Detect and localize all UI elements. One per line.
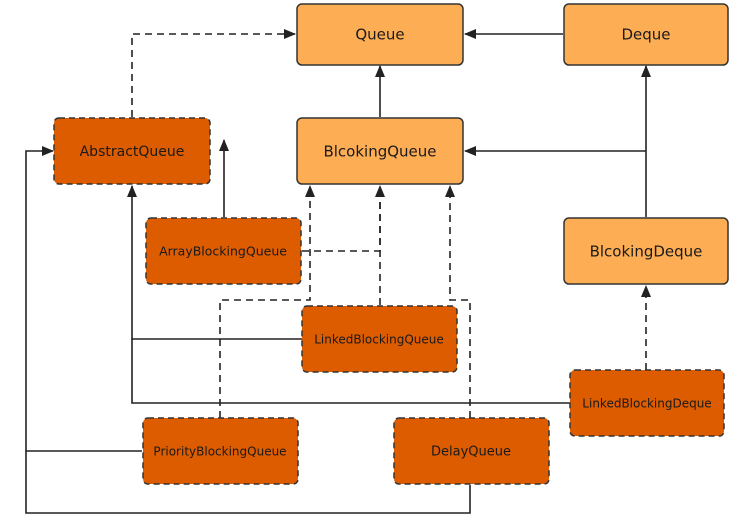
- node-priority-blocking-queue-label: PriorityBlockingQueue: [153, 445, 286, 459]
- node-array-blocking-queue: ArrayBlockingQueue: [145, 217, 302, 285]
- edge-priorityblockingqueue-to-abstractqueue: [25, 146, 142, 452]
- node-array-blocking-queue-label: ArrayBlockingQueue: [159, 244, 287, 259]
- node-queue-label: Queue: [355, 26, 404, 44]
- node-queue: Queue: [296, 3, 464, 66]
- node-deque: Deque: [563, 3, 729, 66]
- node-abstract-queue-label: AbstractQueue: [80, 144, 185, 160]
- node-blocking-deque-label: BlcokingDeque: [590, 243, 703, 261]
- node-linked-blocking-queue: LinkedBlockingQueue: [301, 305, 458, 373]
- node-blocking-queue: BlcokingQueue: [296, 117, 464, 185]
- node-linked-blocking-queue-label: LinkedBlockingQueue: [314, 333, 444, 347]
- edge-linkedblockingdeque-to-abstractqueue: [131, 339, 570, 404]
- node-linked-blocking-deque: LinkedBlockingDeque: [569, 369, 725, 437]
- node-priority-blocking-queue: PriorityBlockingQueue: [142, 417, 299, 485]
- edge-arrayblockingqueue-to-blockingqueue: [302, 185, 385, 252]
- node-blocking-queue-label: BlcokingQueue: [323, 143, 436, 161]
- edge-abstractqueue-to-queue: [131, 29, 296, 117]
- node-blocking-deque: BlcokingDeque: [563, 217, 729, 285]
- node-delay-queue: DelayQueue: [393, 417, 550, 485]
- edge-delayqueue-to-blockingqueue: [445, 185, 471, 418]
- node-linked-blocking-deque-label: LinkedBlockingDeque: [582, 397, 711, 411]
- edge-priorityblockingqueue-to-blockingqueue: [219, 185, 315, 418]
- node-deque-label: Deque: [621, 26, 670, 44]
- node-abstract-queue: AbstractQueue: [53, 117, 211, 185]
- node-delay-queue-label: DelayQueue: [431, 445, 511, 460]
- edge-delayqueue-to-abstractqueue: [25, 451, 471, 514]
